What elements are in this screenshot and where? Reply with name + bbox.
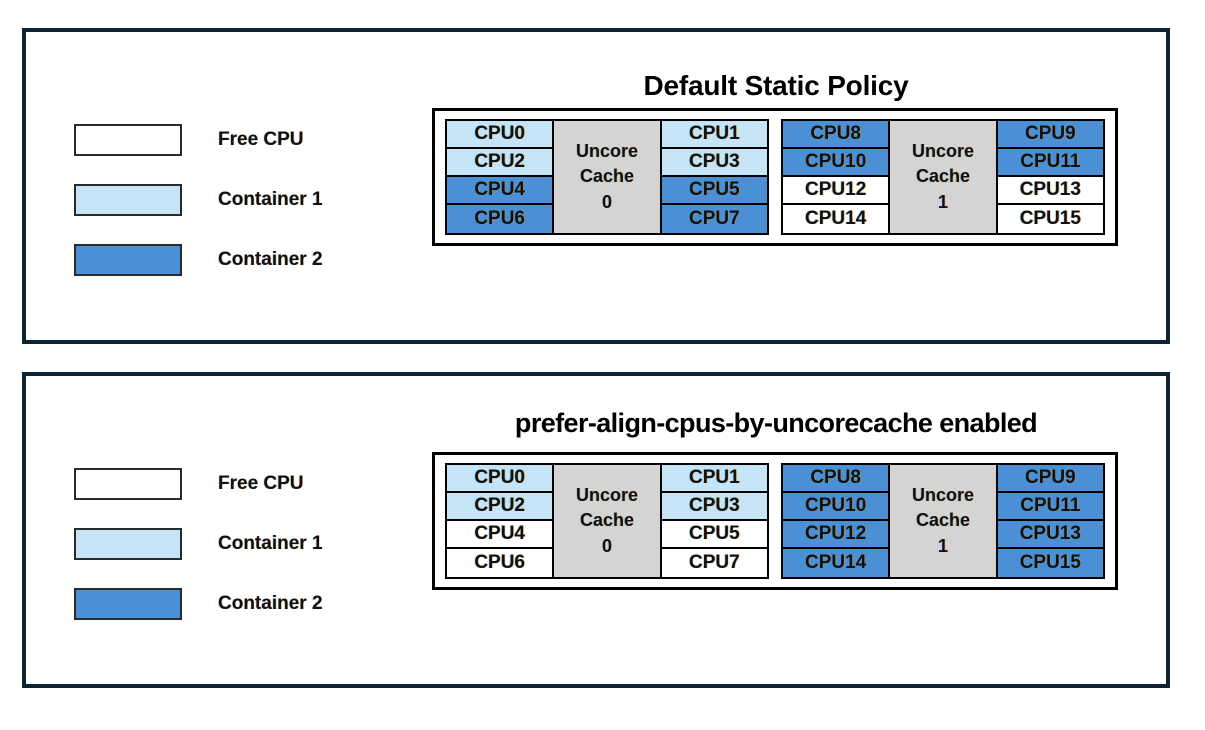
cpu-cell: CPU0 [447,465,553,493]
uncore-group-0: CPU0 CPU2 CPU4 CPU6 Uncore Cache 0 CPU1 … [445,119,769,235]
cpu-cell: CPU2 [447,493,553,521]
uncore-cache-label-index: 0 [601,191,612,212]
cpu-cell: CPU11 [997,493,1103,521]
cpu-cell: CPU6 [447,549,553,577]
uncore-cache-block: Uncore Cache 0 [552,465,662,577]
legend-swatch-container-1 [74,184,182,216]
legend-swatch-free-cpu [74,468,182,500]
legend-label-container-1: Container 1 [218,533,323,554]
cpu-cell: CPU12 [783,177,889,205]
legend-swatch-container-2 [74,588,182,620]
cpu-cell: CPU13 [997,521,1103,549]
cpu-cell: CPU14 [783,205,889,233]
cpu-column-left: CPU8 CPU10 CPU12 CPU14 [783,121,889,233]
legend-item: Container 1 [74,170,404,230]
legend-swatch-container-1 [74,528,182,560]
uncore-cache-label-line2: Cache [915,510,970,531]
cpu-cell: CPU4 [447,177,553,205]
uncore-cache-block: Uncore Cache 1 [888,121,998,233]
cpu-cell: CPU13 [997,177,1103,205]
panel-default-static-policy: Default Static Policy Free CPU Container… [22,28,1170,344]
cpu-column-right: CPU9 CPU11 CPU13 CPU15 [997,465,1103,577]
cpu-cell: CPU7 [661,205,767,233]
legend-item: Container 2 [74,230,404,290]
cpu-cell: CPU1 [661,465,767,493]
cpu-column-right: CPU9 CPU11 CPU13 CPU15 [997,121,1103,233]
legend-swatch-free-cpu [74,124,182,156]
cpu-cell: CPU9 [997,465,1103,493]
uncore-cache-label-line1: Uncore [575,484,638,505]
cpu-cell: CPU3 [661,493,767,521]
cpu-column-left: CPU0 CPU2 CPU4 CPU6 [447,121,553,233]
cpu-cell: CPU12 [783,521,889,549]
cpu-cell: CPU10 [783,493,889,521]
uncore-cache-label-line2: Cache [579,510,634,531]
legend-label-container-1: Container 1 [218,189,323,210]
legend-label-container-2: Container 2 [218,249,323,270]
uncore-cache-label-line2: Cache [915,166,970,187]
cpu-column-left: CPU0 CPU2 CPU4 CPU6 [447,465,553,577]
legend-prefer-align: Free CPU Container 1 Container 2 [74,454,404,634]
uncore-cache-label-line1: Uncore [575,140,638,161]
cpu-topology-diagram: CPU0 CPU2 CPU4 CPU6 Uncore Cache 0 CPU1 … [432,108,1118,246]
cpu-cell: CPU11 [997,149,1103,177]
uncore-group-1: CPU8 CPU10 CPU12 CPU14 Uncore Cache 1 CP… [781,463,1105,579]
uncore-cache-label-index: 1 [937,535,948,556]
uncore-cache-block: Uncore Cache 0 [552,121,662,233]
cpu-column-right: CPU1 CPU3 CPU5 CPU7 [661,465,767,577]
uncore-group-0: CPU0 CPU2 CPU4 CPU6 Uncore Cache 0 CPU1 … [445,463,769,579]
cpu-column-left: CPU8 CPU10 CPU12 CPU14 [783,465,889,577]
legend-label-free-cpu: Free CPU [218,473,304,494]
cpu-cell: CPU15 [997,205,1103,233]
legend-label-container-2: Container 2 [218,593,323,614]
uncore-cache-label-line1: Uncore [911,484,974,505]
uncore-cache-label-line1: Uncore [911,140,974,161]
uncore-cache-label-index: 1 [937,191,948,212]
cpu-cell: CPU10 [783,149,889,177]
cpu-cell: CPU3 [661,149,767,177]
uncore-cache-block: Uncore Cache 1 [888,465,998,577]
page-title: prefer-align-cpus-by-uncorecache enabled [514,408,1038,438]
legend-default-static-policy: Free CPU Container 1 Container 2 [74,110,404,290]
uncore-group-1: CPU8 CPU10 CPU12 CPU14 Uncore Cache 1 CP… [781,119,1105,235]
cpu-topology-diagram: CPU0 CPU2 CPU4 CPU6 Uncore Cache 0 CPU1 … [432,452,1118,590]
cpu-cell: CPU8 [783,465,889,493]
legend-item: Container 2 [74,574,404,634]
cpu-cell: CPU9 [997,121,1103,149]
cpu-cell: CPU6 [447,205,553,233]
cpu-cell: CPU7 [661,549,767,577]
cpu-cell: CPU1 [661,121,767,149]
cpu-cell: CPU2 [447,149,553,177]
panel-prefer-align-cpus-by-uncorecache: prefer-align-cpus-by-uncorecache enabled… [22,372,1170,688]
cpu-cell: CPU5 [661,521,767,549]
cpu-cell: CPU15 [997,549,1103,577]
uncore-cache-label-line2: Cache [579,166,634,187]
legend-item: Free CPU [74,454,404,514]
legend-swatch-container-2 [74,244,182,276]
cpu-column-right: CPU1 CPU3 CPU5 CPU7 [661,121,767,233]
cpu-cell: CPU0 [447,121,553,149]
legend-label-free-cpu: Free CPU [218,129,304,150]
uncore-cache-label-index: 0 [601,535,612,556]
cpu-cell: CPU5 [661,177,767,205]
page-title: Default Static Policy [643,70,909,101]
legend-item: Free CPU [74,110,404,170]
cpu-cell: CPU4 [447,521,553,549]
legend-item: Container 1 [74,514,404,574]
cpu-cell: CPU8 [783,121,889,149]
cpu-cell: CPU14 [783,549,889,577]
